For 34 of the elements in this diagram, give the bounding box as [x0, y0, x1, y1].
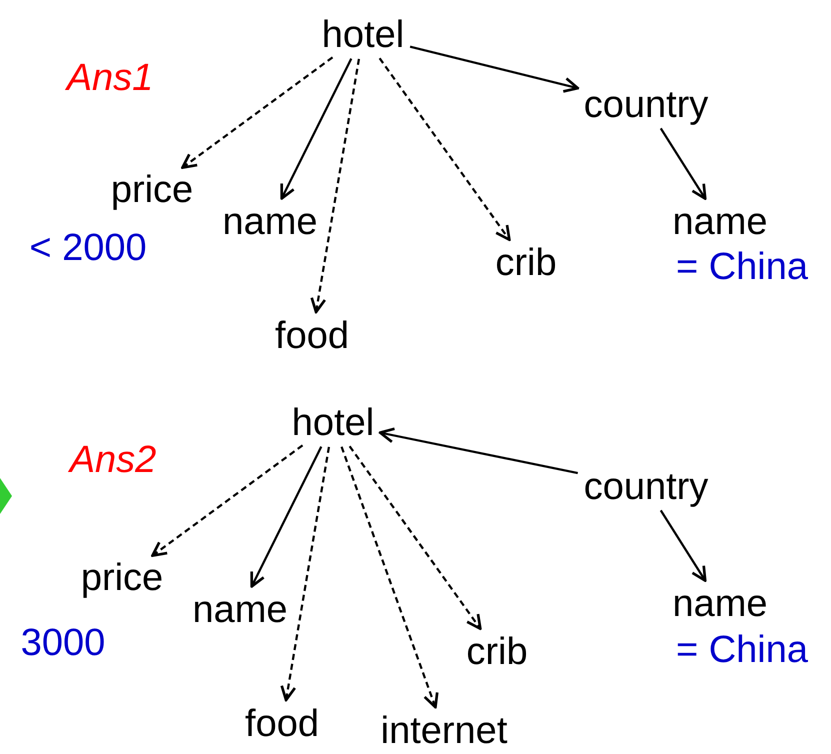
arrow: [378, 58, 511, 242]
arrow: [410, 46, 580, 93]
arrow: [660, 510, 707, 582]
arrow: [181, 56, 334, 169]
node-label: internet: [378, 711, 510, 751]
node-label: name: [670, 202, 770, 242]
value-condition: = China: [676, 631, 808, 669]
node-label: hotel: [290, 403, 376, 443]
arrow: [378, 427, 578, 474]
arrow: [660, 128, 707, 200]
arrow: [340, 446, 439, 709]
value-condition: 3000: [20, 624, 106, 662]
node-label: hotel: [320, 15, 406, 55]
arrow: [348, 446, 482, 630]
node-label: food: [243, 704, 321, 744]
node-label: name: [670, 584, 770, 624]
node-label: country: [582, 85, 710, 125]
arrow: [151, 444, 304, 557]
node-label: country: [582, 467, 710, 507]
node-label: price: [78, 558, 166, 598]
value-condition: < 2000: [29, 229, 147, 267]
answer-label: Ans1: [66, 59, 154, 97]
node-label: price: [108, 170, 196, 210]
node-label: name: [220, 202, 320, 242]
node-label: crib: [493, 243, 559, 283]
arrow: [280, 58, 352, 200]
arrow: [250, 446, 322, 588]
answer-label: Ans2: [70, 441, 156, 479]
arrow: [280, 446, 330, 702]
node-label: food: [273, 316, 351, 356]
value-condition: = China: [676, 248, 808, 286]
arrow: [310, 58, 360, 314]
node-label: name: [190, 590, 290, 630]
node-label: crib: [464, 632, 530, 672]
